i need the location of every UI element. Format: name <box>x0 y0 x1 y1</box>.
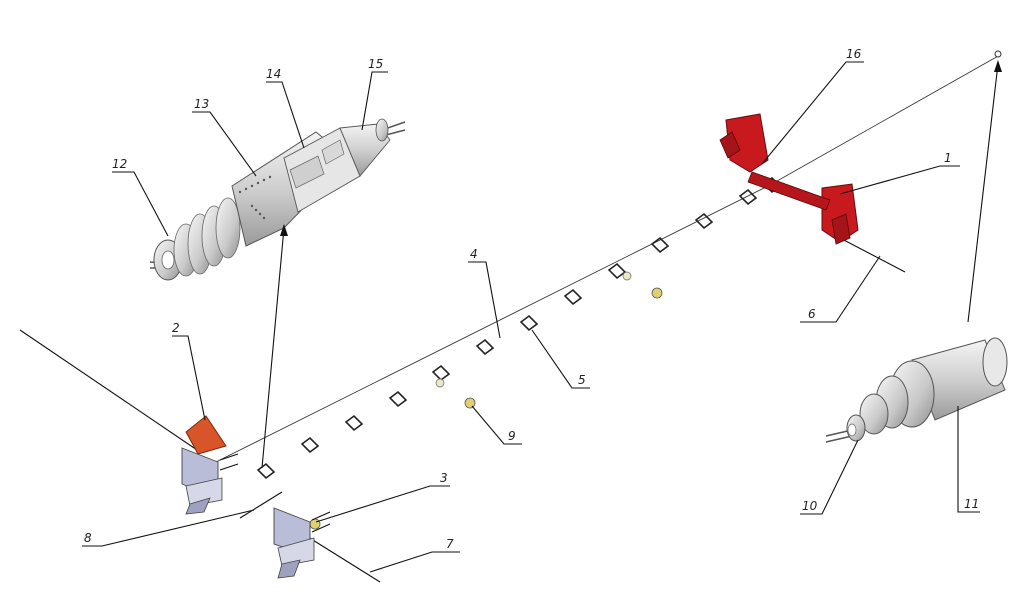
bellows-housing-detail <box>149 118 406 281</box>
fitting-9 <box>464 397 476 409</box>
cable-clip-icon <box>607 262 627 280</box>
cable-clip-icon <box>694 212 714 230</box>
callout-3: 3 <box>440 471 448 485</box>
cable-clips <box>256 176 782 480</box>
callout-15: 15 <box>368 57 383 71</box>
cable-clip-icon <box>300 436 320 454</box>
small-fittings <box>309 271 663 530</box>
callout-7: 7 <box>446 537 454 551</box>
cable-clip-icon <box>519 314 539 332</box>
callout-4: 4 <box>470 247 478 261</box>
leader-lines <box>82 61 980 573</box>
callout-1: 1 <box>944 151 952 165</box>
cable-clip-icon <box>738 188 758 206</box>
cable-clip-icon <box>475 338 495 356</box>
reflector-2 <box>185 415 227 455</box>
left-mount-assembly <box>181 415 283 519</box>
callout-9: 9 <box>508 429 516 443</box>
fitting-3 <box>309 518 321 530</box>
red-bracket-assembly <box>719 113 859 245</box>
callout-13: 13 <box>194 97 209 111</box>
cable-clip-icon <box>563 288 583 306</box>
fitting-a <box>435 378 445 388</box>
fitting-b <box>622 271 632 281</box>
cable-clip-icon <box>388 390 408 408</box>
callout-12: 12 <box>112 157 127 171</box>
callout-8: 8 <box>84 531 92 545</box>
lower-mount-assembly <box>273 507 331 579</box>
connector-detail <box>825 337 1008 443</box>
cable-clip-icon <box>431 364 451 382</box>
callout-10: 10 <box>802 499 818 513</box>
cable-clip-icon <box>650 236 670 254</box>
detail-arrows <box>261 50 1002 469</box>
fitting-c <box>651 287 663 299</box>
cable-clip-icon <box>256 462 276 480</box>
callout-5: 5 <box>578 373 586 387</box>
main-cable <box>19 54 1001 583</box>
callout-2: 2 <box>172 321 180 335</box>
red-crossbar <box>747 171 831 211</box>
callout-6: 6 <box>808 307 816 321</box>
callout-14: 14 <box>266 67 281 81</box>
callout-16: 16 <box>846 47 862 61</box>
callout-labels: 1 2 3 4 5 6 7 8 9 10 11 12 13 14 15 16 <box>84 47 979 551</box>
callout-11: 11 <box>964 497 979 511</box>
cable-clip-icon <box>344 414 364 432</box>
